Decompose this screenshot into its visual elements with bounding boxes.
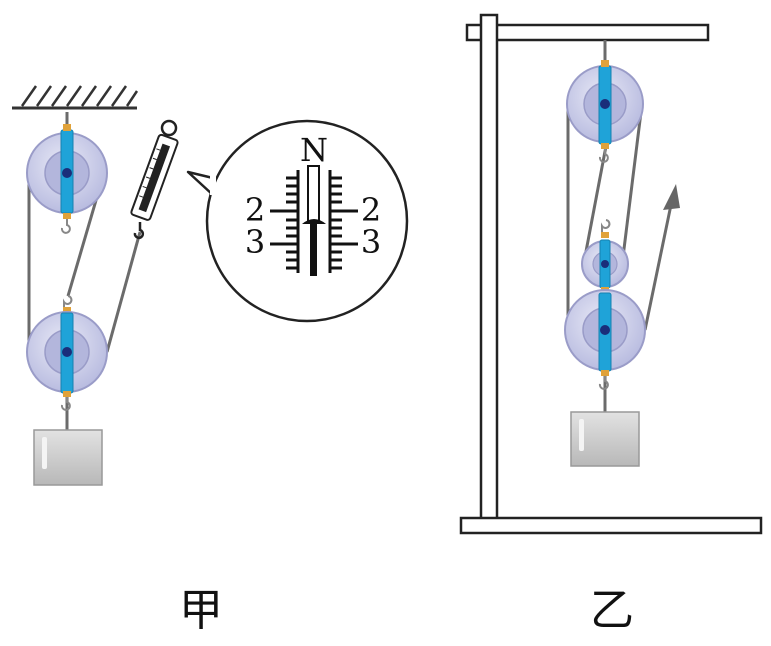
figure-label-yi: 乙	[590, 585, 634, 636]
scale-magnifier: N 2 3 2 3	[186, 119, 409, 323]
left-tick-ladder	[270, 170, 300, 273]
weight-block-jia	[33, 429, 103, 486]
small-pulley-yi	[581, 219, 629, 293]
movable-pulley-jia	[26, 295, 108, 411]
pull-direction-arrow	[663, 184, 680, 210]
ceiling	[12, 85, 139, 110]
rope-yi	[566, 40, 674, 412]
spring-scale	[130, 119, 179, 240]
stand	[459, 13, 763, 535]
scale-pointer	[302, 165, 326, 276]
scale-tick-label-right-2: 2	[361, 191, 381, 229]
figure-label-jia: 甲	[179, 585, 223, 636]
fixed-pulley-jia	[26, 124, 108, 234]
figure-yi: 乙	[459, 13, 763, 636]
figure-jia: N 2 3 2 3 甲	[12, 85, 409, 636]
movable-pulley-yi	[564, 289, 646, 390]
fixed-pulley-yi	[566, 60, 644, 163]
weight-block-yi	[570, 411, 640, 467]
scale-unit-label: N	[300, 131, 328, 169]
right-tick-ladder	[328, 170, 358, 273]
scale-tick-label-right-3: 3	[361, 223, 381, 261]
scale-tick-label-left-2: 2	[245, 191, 265, 229]
scale-tick-label-left-3: 3	[245, 223, 265, 261]
